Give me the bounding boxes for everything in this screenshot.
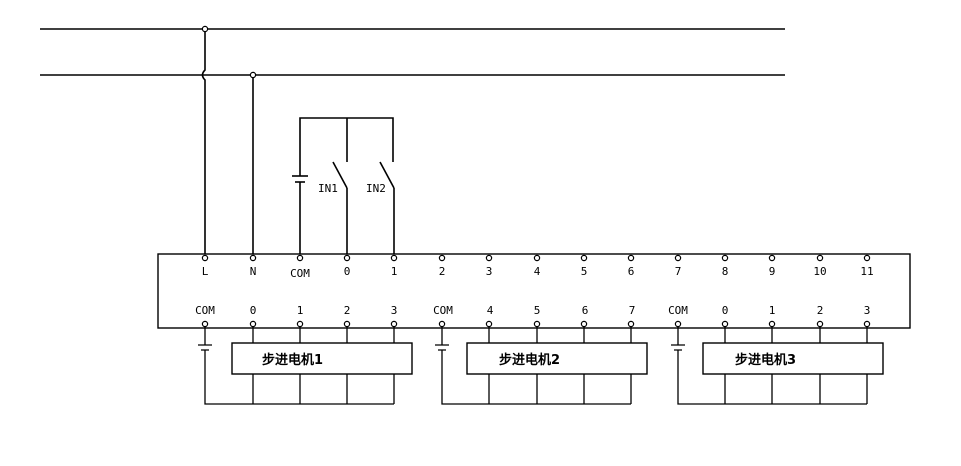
bottom-terminal-4[interactable] [485,320,493,328]
top-terminal-N[interactable] [249,254,257,262]
top-label-10: 10 [813,265,826,278]
top-label-1: 1 [391,265,398,278]
stepper-motor-2-label: 步进电机2 [499,352,560,368]
motor3-com-wire [671,327,867,405]
top-label-3: 3 [486,265,493,278]
n-junction [249,71,257,79]
bottom-label-com-3: COM [668,304,688,317]
l-wire [201,29,206,258]
top-terminal-7[interactable] [674,254,682,262]
top-terminal-L[interactable] [201,254,209,262]
top-terminal-3[interactable] [485,254,493,262]
top-label-4: 4 [534,265,541,278]
top-terminal-4[interactable] [533,254,541,262]
bottom-terminal-0-b[interactable] [721,320,729,328]
top-label-N: N [250,265,257,278]
switch-in2-blade [379,161,395,189]
bottom-terminal-5[interactable] [533,320,541,328]
top-terminal-5[interactable] [580,254,588,262]
bottom-terminal-com-1[interactable] [201,320,209,328]
top-terminal-8[interactable] [721,254,729,262]
top-terminal-11[interactable] [863,254,871,262]
top-label-2: 2 [439,265,446,278]
bottom-label-0-b: 0 [722,304,729,317]
top-label-6: 6 [628,265,635,278]
top-terminal-10[interactable] [816,254,824,262]
bottom-terminal-1-a[interactable] [296,320,304,328]
bottom-label-4: 4 [487,304,494,317]
bottom-label-1-b: 1 [769,304,776,317]
top-label-7: 7 [675,265,682,278]
bottom-terminal-6[interactable] [580,320,588,328]
motor2-com-wire [435,327,631,405]
top-terminal-0[interactable] [343,254,351,262]
bottom-terminal-0-a[interactable] [249,320,257,328]
top-label-9: 9 [769,265,776,278]
top-terminal-1[interactable] [390,254,398,262]
bottom-label-3-a: 3 [391,304,398,317]
stepper-motor-1 [231,342,413,375]
bottom-terminal-7[interactable] [627,320,635,328]
stepper-motor-2 [466,342,648,375]
bottom-label-7: 7 [629,304,636,317]
bottom-label-com-2: COM [433,304,453,317]
top-terminal-COM[interactable] [296,254,304,262]
bottom-terminal-3-a[interactable] [390,320,398,328]
bottom-terminal-com-3[interactable] [674,320,682,328]
bottom-label-3-b: 3 [864,304,871,317]
bottom-label-2-b: 2 [817,304,824,317]
top-terminal-2[interactable] [438,254,446,262]
bottom-terminal-com-2[interactable] [438,320,446,328]
bottom-label-com-1: COM [195,304,215,317]
bottom-label-0-a: 0 [250,304,257,317]
top-label-11: 11 [860,265,873,278]
top-label-L: L [202,265,209,278]
top-label-8: 8 [722,265,729,278]
plc-body [157,253,911,329]
switch-in1-blade [332,161,348,189]
bottom-terminal-3-b[interactable] [863,320,871,328]
bottom-label-1-a: 1 [297,304,304,317]
top-label-0: 0 [344,265,351,278]
bottom-terminal-2-a[interactable] [343,320,351,328]
bottom-terminal-1-b[interactable] [768,320,776,328]
motor1-com-wire [198,327,394,405]
stepper-motor-1-label: 步进电机1 [262,352,323,368]
bottom-label-2-a: 2 [344,304,351,317]
top-terminal-6[interactable] [627,254,635,262]
bottom-label-5: 5 [534,304,541,317]
bottom-label-6: 6 [582,304,589,317]
switch-in1-label: IN1 [318,182,338,195]
top-terminal-9[interactable] [768,254,776,262]
top-label-5: 5 [581,265,588,278]
bottom-terminal-2-b[interactable] [816,320,824,328]
switch-in2-label: IN2 [366,182,386,195]
l-junction [201,25,209,33]
stepper-motor-3 [702,342,884,375]
stepper-motor-3-label: 步进电机3 [735,352,796,368]
top-label-COM: COM [290,267,310,280]
